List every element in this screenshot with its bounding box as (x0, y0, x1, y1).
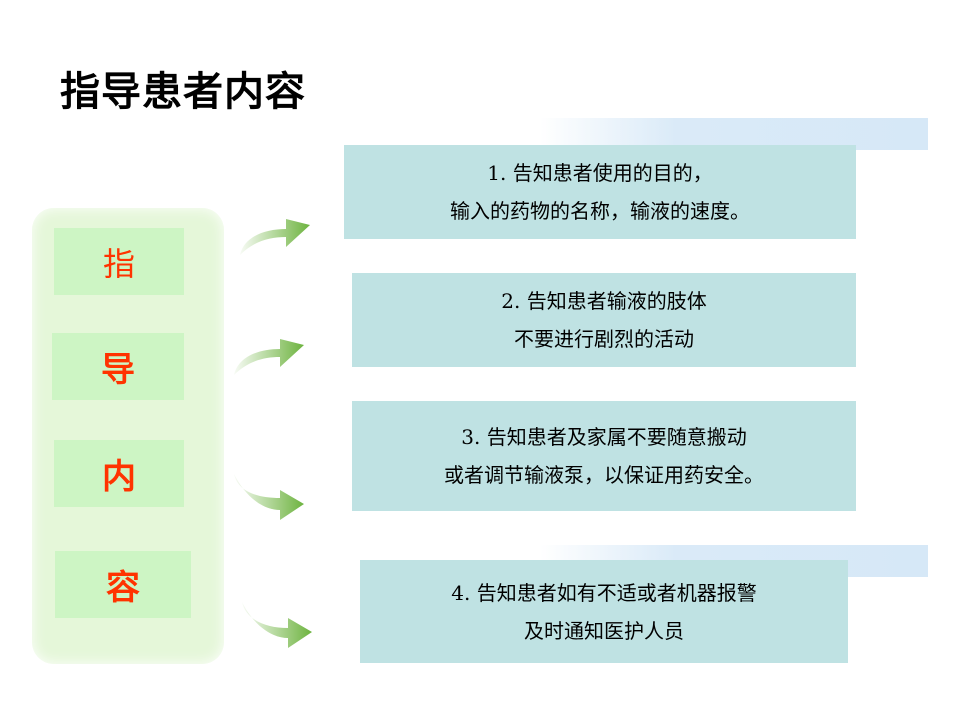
card-line: 3. 告知患者及家属不要随意搬动 (461, 425, 747, 449)
info-card-1: 1. 告知患者使用的目的， 输入的药物的名称，输液的速度。 (344, 145, 856, 239)
info-card-4: 4. 告知患者如有不适或者机器报警 及时通知医护人员 (360, 560, 848, 663)
arrow-icon (242, 602, 312, 648)
char-label: 内 (102, 457, 136, 497)
decorative-glow-top (540, 118, 928, 150)
card-line: 1. 告知患者使用的目的， (487, 161, 713, 185)
card-line: 2. 告知患者输液的肢体 (501, 289, 707, 313)
char-box-1: 指 (54, 228, 184, 295)
card-line: 4. 告知患者如有不适或者机器报警 (451, 580, 757, 605)
card-line: 输入的药物的名称，输液的速度。 (450, 199, 750, 223)
card-line: 或者调节输液泵，以保证用药安全。 (444, 463, 764, 487)
char-label: 容 (106, 568, 140, 608)
info-card-3: 3. 告知患者及家属不要随意搬动 或者调节输液泵，以保证用药安全。 (352, 401, 856, 511)
card-line: 不要进行剧烈的活动 (514, 327, 694, 351)
arrow-icon (240, 219, 310, 255)
arrow-icon (234, 339, 304, 375)
card-line: 及时通知医护人员 (524, 618, 684, 643)
info-card-2: 2. 告知患者输液的肢体 不要进行剧烈的活动 (352, 273, 856, 367)
char-box-2: 导 (52, 333, 184, 400)
char-label: 导 (101, 350, 135, 390)
char-box-3: 内 (54, 440, 184, 507)
page-title: 指导患者内容 (60, 69, 306, 115)
char-label: 指 (102, 244, 135, 283)
arrow-icon (234, 474, 304, 520)
char-box-4: 容 (55, 551, 191, 618)
